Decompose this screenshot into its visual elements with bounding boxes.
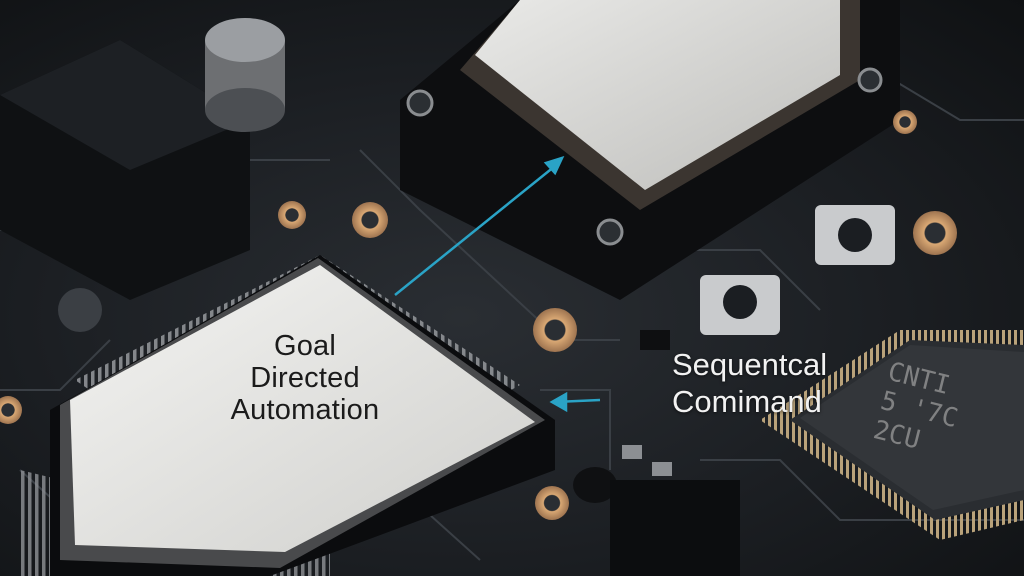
top-processor-chip (400, 0, 900, 300)
arrow-head-top (543, 155, 565, 176)
main-chip-label-line-2: Directed (250, 362, 360, 394)
inductor-component (0, 40, 250, 300)
capacitor-component (205, 18, 285, 132)
side-label-line-2: Comimand (672, 384, 822, 419)
main-chip-label-line-1: Goal (273, 330, 337, 362)
small-components (58, 205, 895, 576)
main-chip-label-line-3: Automation (230, 394, 380, 426)
right-ic-chip (760, 330, 1024, 540)
side-label: Sequentcal Comimand (672, 346, 827, 420)
arrow-head-left (549, 391, 568, 413)
arrow-to-top-chip (394, 161, 561, 296)
connection-arrows (394, 155, 601, 413)
side-label-line-1: Sequentcal (672, 347, 828, 382)
main-chip-label: Goal Directed Automation (205, 330, 405, 426)
main-processor-chip (50, 255, 555, 576)
copper-pads (0, 110, 957, 520)
